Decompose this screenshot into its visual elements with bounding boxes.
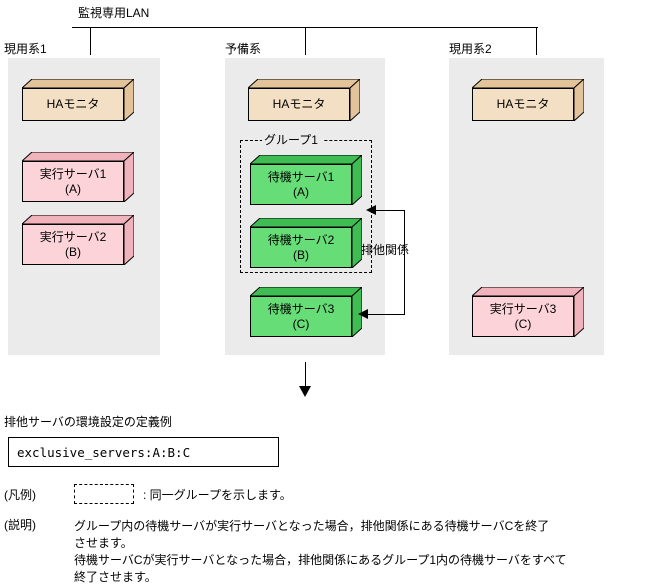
- box-standby-server-1-label: 待機サーバ1: [267, 169, 335, 184]
- group1-label: グループ1: [264, 133, 318, 147]
- box-ha-monitor-1: HAモニタ: [22, 79, 134, 121]
- exclusive-connector-vertical: [404, 210, 405, 314]
- explanation-line-4: 終了させます。: [74, 570, 157, 584]
- box-ha-monitor-2: HAモニタ: [248, 79, 360, 121]
- box-standby-server-1: 待機サーバ1 (A): [250, 155, 362, 205]
- group1-label-mask: [262, 133, 324, 147]
- legend-text: : 同一グループを示します。: [143, 488, 292, 502]
- box-ha-monitor-2-label: HAモニタ: [272, 97, 326, 111]
- lan-drop-1: [90, 27, 91, 55]
- exclusive-connector-lower: [362, 314, 405, 315]
- lan-drop-3: [536, 27, 537, 55]
- lan-drop-2: [305, 27, 306, 55]
- legend-title: (凡例): [4, 488, 36, 502]
- box-standby-server-3: 待機サーバ3 (C): [250, 287, 362, 337]
- config-caption: 排他サーバの環境設定の定義例: [4, 415, 172, 429]
- network-label: 監視専用LAN: [78, 6, 150, 20]
- box-active-server-2: 実行サーバ2 (B): [22, 215, 134, 265]
- column-title-active1: 現用系1: [4, 42, 47, 56]
- box-standby-server-2-sub: (B): [293, 247, 309, 262]
- box-ha-monitor-3-label: HAモニタ: [496, 97, 550, 111]
- box-ha-monitor-3: HAモニタ: [472, 79, 584, 121]
- exclusive-arrowhead-upper: [366, 205, 376, 215]
- exclusive-arrowhead-lower: [358, 309, 368, 319]
- exclusive-relation-label: 排他関係: [361, 243, 410, 257]
- box-active-server-3: 実行サーバ3 (C): [472, 287, 584, 337]
- config-code-text: exclusive_servers:A:B:C: [17, 444, 191, 460]
- box-active-server-1-label: 実行サーバ1: [39, 166, 107, 181]
- box-active-server-3-sub: (C): [514, 316, 532, 331]
- box-active-server-2-label: 実行サーバ2: [39, 229, 107, 244]
- box-standby-server-2-label: 待機サーバ2: [267, 232, 335, 247]
- explanation-title: (説明): [4, 518, 36, 532]
- box-standby-server-2: 待機サーバ2 (B): [250, 218, 362, 268]
- explanation-line-3: 待機サーバCが実行サーバとなった場合，排他関係にあるグループ1内の待機サーバをす…: [74, 553, 567, 567]
- box-active-server-3-label: 実行サーバ3: [489, 301, 557, 316]
- box-standby-server-3-sub: (C): [292, 316, 310, 331]
- column-title-standby: 予備系: [225, 42, 262, 56]
- config-code-box: exclusive_servers:A:B:C: [8, 437, 279, 467]
- box-active-server-1-sub: (A): [65, 181, 81, 196]
- config-arrow-line: [305, 362, 306, 388]
- config-arrowhead: [299, 386, 311, 397]
- box-active-server-1: 実行サーバ1 (A): [22, 152, 134, 202]
- box-ha-monitor-1-label: HAモニタ: [46, 97, 100, 111]
- column-title-active2: 現用系2: [449, 42, 492, 56]
- box-standby-server-1-sub: (A): [293, 184, 309, 199]
- exclusive-connector-upper: [372, 210, 405, 211]
- box-active-server-2-sub: (B): [65, 244, 81, 259]
- explanation-line-2: させます。: [74, 536, 133, 550]
- legend-dashed-sample: [74, 484, 134, 504]
- explanation-line-1: グループ内の待機サーバが実行サーバとなった場合，排他関係にある待機サーバCを終了: [74, 519, 550, 533]
- box-standby-server-3-label: 待機サーバ3: [267, 301, 335, 316]
